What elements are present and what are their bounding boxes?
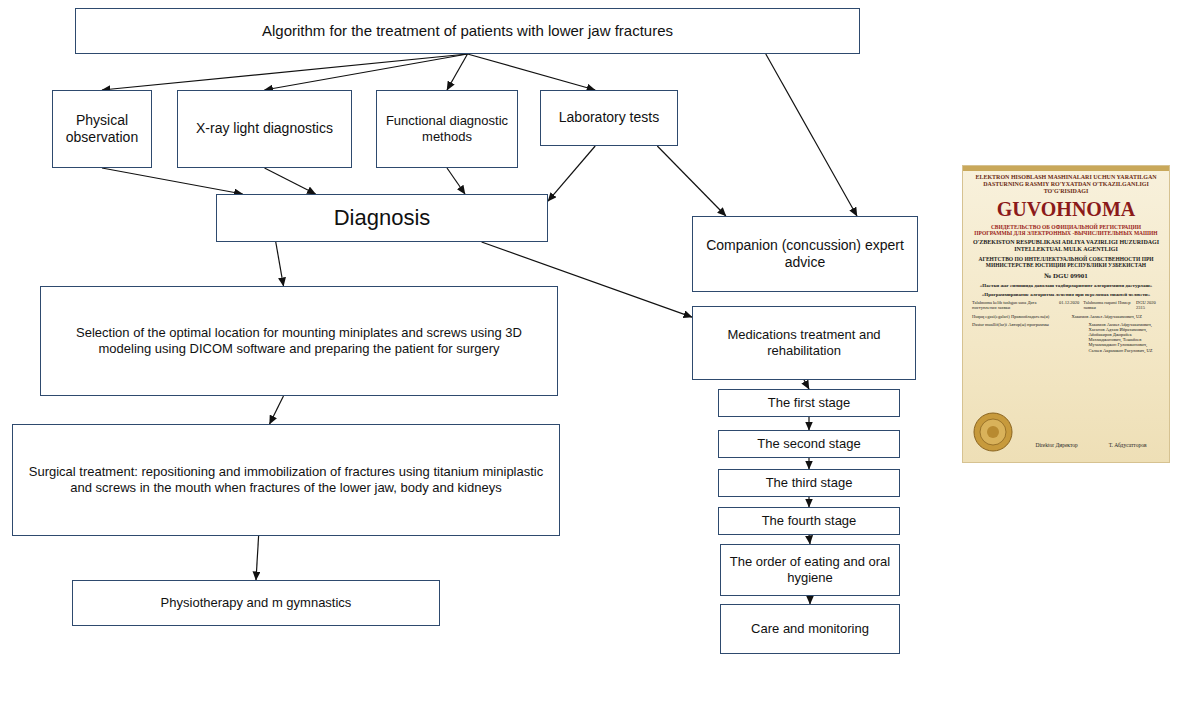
arrow-connector	[809, 535, 810, 544]
certificate-image: ELEKTRON HISOBLASH MASHINALARI UCHUN YAR…	[962, 165, 1170, 463]
arrow-connector	[270, 396, 284, 424]
certificate-text: Huquq egasi(egalari) Правообладатель(и)	[972, 314, 1067, 319]
certificate-text: Хакимов Акмал Абдухакимович, Хасанов Адх…	[1089, 322, 1160, 353]
arrow-connector	[256, 536, 259, 580]
certificate-text: DGU 2020 2315	[1136, 300, 1160, 310]
certificate-row: O'ZBEKISTON RESPUBLIKASI ADLIYA VAZIRLIG…	[972, 239, 1160, 253]
box-text: Physiotherapy and m gymnastics	[161, 595, 352, 611]
certificate-row: Dastur muallif(lar)i Автор(ы) программыХ…	[972, 322, 1160, 353]
certificate-row: Talabnoma kelib tushgan sana Дата поступ…	[972, 300, 1160, 310]
process-box: The third stage	[718, 469, 900, 497]
arrow-connector	[804, 380, 809, 389]
certificate-text: Talabnoma raqami Номер заявки	[1083, 300, 1132, 310]
process-box: Companion (concussion) expert advice	[692, 216, 918, 292]
box-text: Diagnosis	[334, 204, 431, 232]
process-box: The order of eating and oral hygiene	[720, 544, 900, 596]
certificate-text: «Пастки жағ синишида даволаш тадбирларин…	[972, 283, 1160, 289]
certificate-row: АГЕНТСТВО ПО ИНТЕЛЛЕКТУАЛЬНОЙ СОБСТВЕННО…	[972, 256, 1160, 269]
certificate-row: «Пастки жағ синишида даволаш тадбирларин…	[972, 283, 1160, 289]
arrow-connector	[468, 54, 596, 90]
box-text: Functional diagnostic methods	[385, 113, 509, 146]
process-box: The second stage	[718, 430, 900, 458]
process-box: Medications treatment and rehabilitation	[692, 306, 916, 380]
certificate-text: 01.12.2020	[1059, 300, 1079, 310]
process-box: Surgical treatment: repositioning and im…	[12, 424, 560, 536]
certificate-text: GUVOHNOMA	[972, 198, 1160, 221]
box-text: The order of eating and oral hygiene	[729, 554, 891, 587]
box-text: Companion (concussion) expert advice	[701, 237, 909, 272]
certificate-text: СВИДЕТЕЛЬСТВО ОБ ОФИЦИАЛЬНОЙ РЕГИСТРАЦИИ…	[972, 224, 1160, 237]
certificate-border	[963, 166, 1169, 171]
arrow-connector	[447, 168, 465, 194]
certificate-row: «Программирование алгоритма лечения при …	[972, 292, 1160, 298]
certificate-text: Direktor Директор	[1022, 442, 1091, 448]
certificate-text: Talabnoma kelib tushgan sana Дата поступ…	[972, 300, 1055, 310]
title-box: Algorithm for the treatment of patients …	[75, 8, 860, 54]
arrow-connector	[265, 168, 316, 194]
certificate-text: ELEKTRON HISOBLASH MASHINALARI UCHUN YAR…	[972, 174, 1160, 195]
certificate-text: Хакимов Акмал Абдухакимович, UZ	[1071, 314, 1160, 319]
gold-seal	[973, 412, 1013, 452]
arrow-connector	[766, 54, 857, 216]
box-text: Laboratory tests	[559, 109, 659, 127]
arrow-connector	[102, 54, 468, 90]
certificate-row: СВИДЕТЕЛЬСТВО ОБ ОФИЦИАЛЬНОЙ РЕГИСТРАЦИИ…	[972, 224, 1160, 237]
process-box: Care and monitoring	[720, 604, 900, 654]
process-box: The fourth stage	[718, 507, 900, 535]
certificate-row: № DGU 09901	[972, 272, 1160, 280]
box-text: The third stage	[766, 475, 853, 491]
arrow-connector	[102, 168, 243, 194]
arrow-connector	[808, 417, 809, 430]
process-box: Selection of the optimal location for mo…	[40, 286, 558, 396]
certificate-row: Direktor Директор Т. Абдусатторов	[1022, 442, 1160, 448]
box-text: Selection of the optimal location for mo…	[49, 325, 549, 358]
arrow-connector	[808, 458, 809, 469]
certificate-text: Т. Абдусатторов	[1095, 442, 1160, 448]
arrow-connector	[809, 596, 810, 604]
arrow-connector	[276, 242, 284, 286]
certificate-row: GUVOHNOMA	[972, 198, 1160, 221]
process-box: Laboratory tests	[540, 90, 678, 146]
certificate-text: Dastur muallif(lar)i Автор(ы) программы	[972, 322, 1085, 353]
box-text: The fourth stage	[762, 513, 857, 529]
box-text: Physical observation	[61, 112, 143, 147]
certificate-text: «Программирование алгоритма лечения при …	[972, 292, 1160, 298]
box-text: The second stage	[757, 436, 860, 452]
arrow-connector	[548, 146, 595, 201]
certificate-row: ELEKTRON HISOBLASH MASHINALARI UCHUN YAR…	[972, 174, 1160, 195]
process-box: Physical observation	[52, 90, 152, 168]
box-text: Medications treatment and rehabilitation	[701, 327, 907, 360]
certificate-text: O'ZBEKISTON RESPUBLIKASI ADLIYA VAZIRLIG…	[972, 239, 1160, 253]
box-text: X-ray light diagnostics	[196, 120, 333, 138]
certificate-text: № DGU 09901	[972, 272, 1160, 280]
box-text: Care and monitoring	[751, 621, 869, 637]
process-box: Functional diagnostic methods	[376, 90, 518, 168]
process-box: The first stage	[718, 389, 900, 417]
diagnosis-box: Diagnosis	[216, 194, 548, 242]
box-text: The first stage	[768, 395, 850, 411]
arrow-connector	[808, 497, 809, 507]
certificate-text: АГЕНТСТВО ПО ИНТЕЛЛЕКТУАЛЬНОЙ СОБСТВЕННО…	[972, 256, 1160, 269]
arrow-connector	[657, 146, 726, 216]
certificate-row: Huquq egasi(egalari) Правообладатель(и) Х…	[972, 314, 1160, 319]
process-box: X-ray light diagnostics	[177, 90, 352, 168]
arrow-connector	[265, 54, 468, 90]
process-box: Physiotherapy and m gymnastics	[72, 580, 440, 626]
box-text: Surgical treatment: repositioning and im…	[21, 464, 551, 497]
arrow-connector	[447, 54, 468, 90]
box-text: Algorithm for the treatment of patients …	[262, 22, 673, 41]
